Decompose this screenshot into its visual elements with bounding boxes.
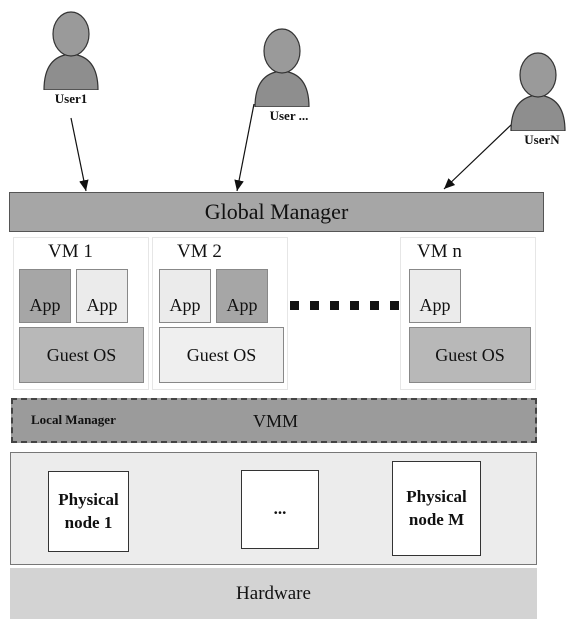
- user-icon: [43, 11, 99, 90]
- ellipsis-dot: [370, 301, 379, 310]
- user-label: UserN: [524, 132, 560, 147]
- app-box: App: [216, 269, 268, 323]
- vm-title: VM n: [417, 241, 462, 262]
- app-box: App: [76, 269, 128, 323]
- user-1: User1: [31, 6, 111, 107]
- app-box: App: [19, 269, 71, 323]
- arrow-user1: [70, 117, 89, 192]
- app-box: App: [409, 269, 461, 323]
- ellipsis-dot: [310, 301, 319, 310]
- vm-n: VM n App Guest OS: [400, 237, 536, 390]
- physical-node-ellipsis: ...: [241, 470, 319, 549]
- user-icon: [254, 28, 310, 107]
- ellipsis-dot: [290, 301, 299, 310]
- ellipsis-dot: [390, 301, 399, 310]
- ellipsis-dot: [330, 301, 339, 310]
- ellipsis-dot: [350, 301, 359, 310]
- app-box: App: [159, 269, 211, 323]
- user-label: User ...: [269, 108, 309, 123]
- user-n: UserN: [498, 47, 567, 148]
- vmm-label: VMM: [253, 411, 299, 431]
- guest-os: Guest OS: [159, 327, 284, 383]
- vm-title: VM 1: [48, 241, 93, 262]
- local-manager-label: Local Manager: [31, 412, 116, 427]
- vm-title: VM 2: [177, 241, 222, 262]
- vm-1: VM 1 App App Guest OS: [13, 237, 149, 390]
- user-middle: User ...: [242, 23, 322, 124]
- vm-2: VM 2 App App Guest OS: [152, 237, 288, 390]
- hardware-layer: Hardware: [10, 568, 537, 619]
- user-icon: [510, 52, 566, 131]
- vmm-layer: Local Manager VMM: [11, 398, 537, 443]
- user-label: User1: [54, 91, 88, 106]
- guest-os: Guest OS: [409, 327, 531, 383]
- guest-os: Guest OS: [19, 327, 144, 383]
- global-manager-bar: Global Manager: [9, 192, 544, 232]
